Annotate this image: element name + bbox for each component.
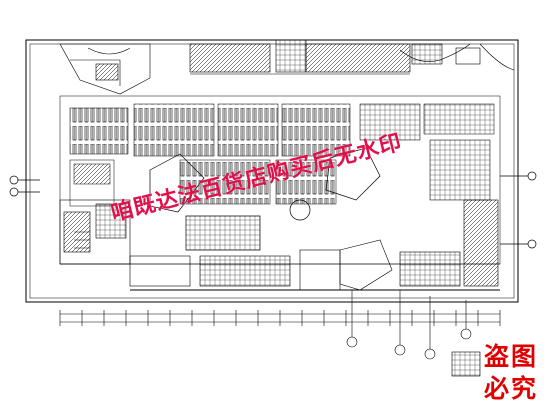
- site-boundary: [25, 39, 519, 303]
- northwest-entrance: [59, 43, 151, 95]
- sales-floor-shelving: [59, 95, 501, 265]
- dimension-line: [59, 310, 501, 326]
- copyright-stamp-line1: 盗图: [484, 342, 539, 371]
- central-atrium: [149, 147, 381, 251]
- copyright-stamp-line2: 必究: [484, 374, 539, 403]
- right-axis-markers: [500, 171, 537, 249]
- callout-leaders: [346, 290, 481, 377]
- southwest-stair-block: [59, 199, 131, 265]
- back-of-house: [60, 199, 500, 291]
- left-axis-markers: [9, 175, 40, 197]
- parking-area: [189, 39, 515, 75]
